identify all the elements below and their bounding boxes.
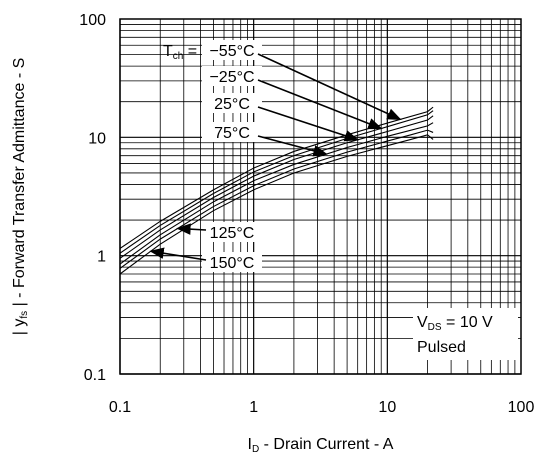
series-line [119, 122, 434, 265]
annotation-arrow [257, 79, 383, 130]
series-line [119, 129, 434, 269]
y-tick-label: 100 [79, 12, 106, 29]
y-tick-label: 0.1 [84, 367, 106, 384]
temperature-label: −55°C [209, 43, 254, 60]
annotation-label-bg [202, 252, 262, 272]
annotation-label-bg [202, 93, 262, 113]
test-condition-box: VDS = 10 V Pulsed [413, 308, 518, 360]
temperature-label: 75°C [214, 125, 250, 142]
annotation-label-bg [202, 122, 262, 142]
annotation-arrow [257, 135, 328, 157]
channel-temperature-prefix: Tch = [163, 43, 197, 62]
x-tick-label: 1 [249, 399, 258, 416]
temperature-label: 150°C [210, 255, 255, 272]
test-condition-pulsed: Pulsed [417, 339, 466, 356]
annotation-label-bg [202, 40, 262, 60]
x-tick-label: 100 [508, 399, 535, 416]
annotations: −55°C −25°C 25°C 75°C 125°C 150°C Tch = [149, 40, 402, 272]
y-tick-label: 1 [97, 249, 106, 266]
annotation-label-bg [202, 222, 262, 242]
test-condition-vds: VDS = 10 V [417, 314, 493, 333]
temperature-label: 125°C [210, 225, 255, 242]
annotation-arrow [176, 223, 207, 235]
series-line [119, 106, 434, 249]
annotation-arrow [149, 247, 207, 261]
series-line [119, 115, 434, 259]
x-axis-label: ID - Drain Current - A [248, 436, 394, 455]
series-line [119, 110, 434, 254]
tick-labels: 0.1 1 10 100 0.1 1 10 100 [79, 12, 534, 416]
plot-frame [119, 18, 522, 375]
temperature-label: −25°C [209, 69, 254, 86]
annotation-label-bg [202, 66, 262, 86]
x-tick-label: 10 [378, 399, 396, 416]
annotation-arrow [257, 53, 402, 121]
temperature-label: 25°C [214, 96, 250, 113]
annotation-arrow [257, 106, 360, 142]
x-tick-label: 0.1 [109, 399, 131, 416]
y-tick-label: 10 [88, 130, 106, 147]
y-axis-label: | yfs | - Forward Transfer Admittance - … [11, 58, 30, 336]
series-lines [119, 106, 434, 275]
